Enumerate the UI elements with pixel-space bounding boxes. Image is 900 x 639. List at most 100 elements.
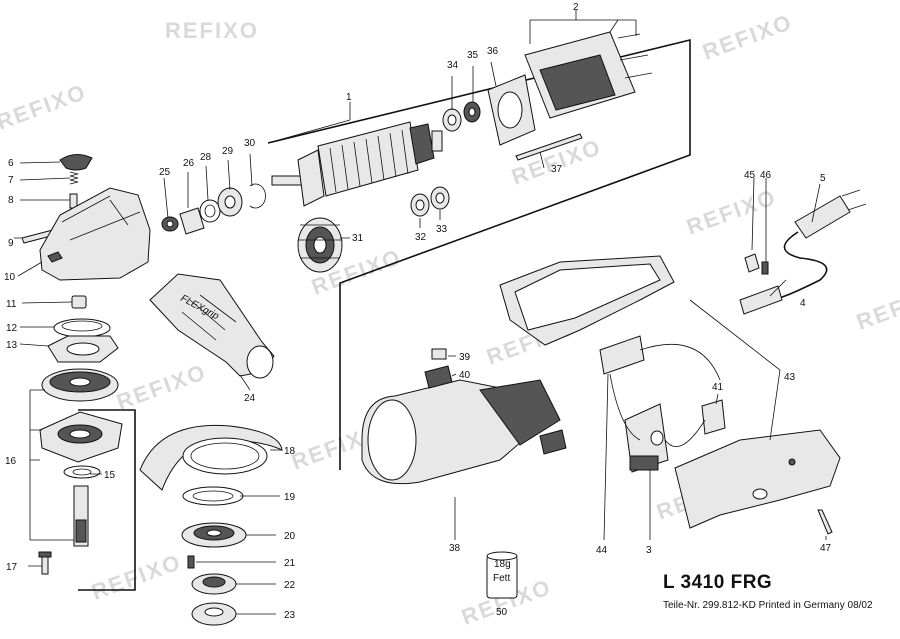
clamp-screw <box>761 261 769 275</box>
callout: 4 <box>800 298 806 309</box>
grease-word: Fett <box>493 573 510 584</box>
armature-core <box>317 121 419 197</box>
callout: 35 <box>467 50 479 61</box>
set-screw <box>187 555 195 569</box>
callout: 34 <box>447 60 459 71</box>
callout: 50 <box>496 607 508 618</box>
callout: 10 <box>4 272 16 283</box>
callout-labels: 2 1 34 35 36 37 25 26 28 29 30 31 32 33 … <box>4 2 832 621</box>
callout: 39 <box>459 352 471 363</box>
watermark: REFIXO <box>88 549 185 605</box>
model-title: L 3410 FRG <box>663 572 773 593</box>
needle-bushing <box>71 295 87 309</box>
watermark: REFIXO <box>699 9 796 65</box>
callout: 6 <box>8 158 14 169</box>
watermark: REFIXO <box>113 359 210 415</box>
armature <box>271 121 443 207</box>
handle-cover <box>674 429 841 529</box>
field-stator <box>524 19 653 119</box>
motor-housing <box>361 379 561 485</box>
wheel-guard <box>139 424 283 491</box>
callout: 36 <box>487 46 499 57</box>
callout: 43 <box>784 372 796 383</box>
brush-holder <box>424 365 453 389</box>
brush-holder-right <box>539 429 567 455</box>
callout: 23 <box>284 610 296 621</box>
armature-bearings <box>410 186 450 217</box>
cover-screw <box>817 509 833 535</box>
watermark: REFIXO <box>853 279 900 335</box>
callout: 31 <box>352 233 364 244</box>
watermark: REFIXO <box>683 184 780 240</box>
handle-housing <box>499 255 675 346</box>
callout: 33 <box>436 224 448 235</box>
clamping-nut <box>191 573 237 595</box>
guard-ring <box>182 486 244 506</box>
callout: 44 <box>596 545 608 556</box>
callout: 28 <box>200 152 212 163</box>
callout: 25 <box>159 167 171 178</box>
part-number-line: Teile-Nr. 299.812-KD Printed in Germany … <box>663 600 873 611</box>
quick-nut <box>191 602 237 626</box>
suppressor-capacitor <box>701 399 726 435</box>
spindle-lock-knob <box>59 154 93 171</box>
callout: 1 <box>346 92 352 103</box>
bearing-bushings <box>442 101 481 132</box>
callout: 21 <box>284 558 296 569</box>
callout: 30 <box>244 138 256 149</box>
watermark: REFIXO <box>0 79 90 135</box>
fan <box>297 217 343 273</box>
commutator <box>409 123 435 165</box>
sealing-ring <box>53 318 111 338</box>
lock-spring <box>69 171 79 185</box>
watermark: REFIXO <box>165 18 259 43</box>
callout: 38 <box>449 543 461 554</box>
washer <box>63 465 101 479</box>
callout: 2 <box>573 2 579 13</box>
callout: 46 <box>760 170 772 181</box>
callout: 40 <box>459 370 471 381</box>
callout: 32 <box>415 232 427 243</box>
gear-housing <box>39 187 151 281</box>
electronic-module <box>599 335 645 375</box>
grease-amount: 18g <box>494 559 511 570</box>
callout: 24 <box>244 393 256 404</box>
cable-sleeve <box>739 285 783 315</box>
callout: 29 <box>222 146 234 157</box>
gear-head-assembly <box>21 154 151 575</box>
callout: 3 <box>646 545 652 556</box>
callout: 19 <box>284 492 296 503</box>
callout: 9 <box>8 238 14 249</box>
callout: 37 <box>551 164 563 175</box>
flange-screw <box>41 555 49 575</box>
callout: 47 <box>820 543 832 554</box>
drive-parts <box>161 183 266 235</box>
cable-clamp <box>744 253 760 273</box>
auxiliary-handle: FLEXgrip <box>149 273 275 379</box>
stator-screw <box>515 133 583 161</box>
leader-lines <box>14 10 827 615</box>
callout: 13 <box>6 340 18 351</box>
callout: 7 <box>8 175 14 186</box>
callout: 45 <box>744 170 756 181</box>
circlip <box>249 183 266 209</box>
callout: 26 <box>183 158 195 169</box>
callout: 41 <box>712 382 724 393</box>
callout: 8 <box>8 195 14 206</box>
grease-tub: 18g Fett <box>486 551 518 599</box>
callout: 17 <box>6 562 18 573</box>
mains-cable <box>769 189 867 301</box>
callout: 15 <box>104 470 116 481</box>
callout: 18 <box>284 446 296 457</box>
pinion <box>179 207 205 235</box>
callout: 12 <box>6 323 18 334</box>
callout: 11 <box>6 299 17 310</box>
carbon-brush <box>431 348 447 360</box>
armature-shaft <box>271 175 303 186</box>
callout: 5 <box>820 173 826 184</box>
backing-flange <box>181 522 247 548</box>
callout: 22 <box>284 580 296 591</box>
switch <box>624 403 669 473</box>
